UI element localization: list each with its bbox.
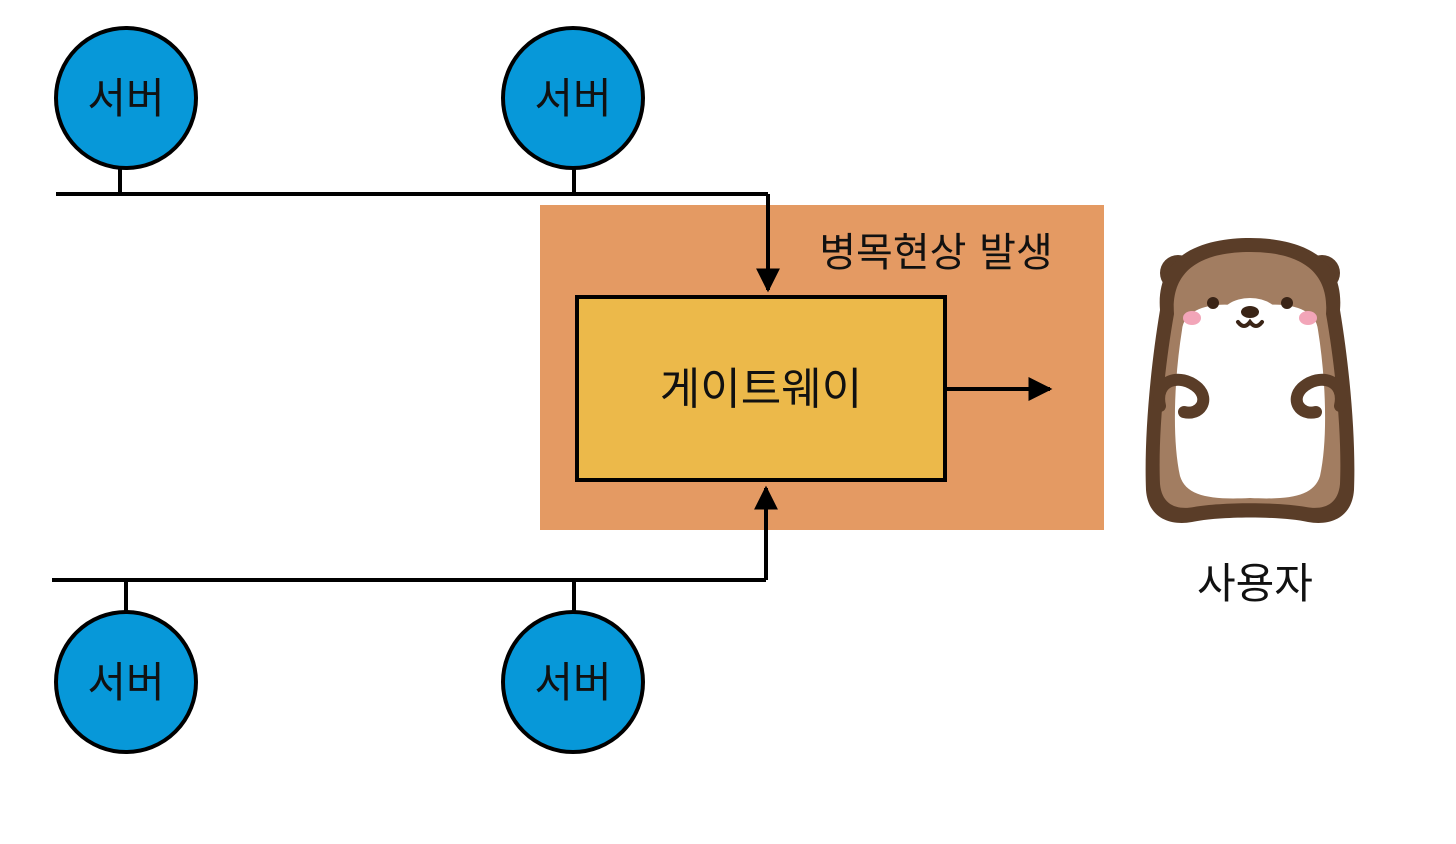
bottleneck-label: 병목현상 발생 bbox=[819, 230, 1053, 276]
server-node: 서버 bbox=[54, 26, 198, 170]
server-node: 서버 bbox=[54, 610, 198, 754]
server-label: 서버 bbox=[87, 658, 164, 707]
gateway-label: 게이트웨이 bbox=[660, 364, 862, 415]
server-label: 서버 bbox=[534, 658, 611, 707]
otter-mascot-icon bbox=[1145, 238, 1355, 523]
user-label: 사용자 bbox=[1197, 559, 1313, 608]
bottom-bus bbox=[52, 485, 778, 612]
server-node: 서버 bbox=[501, 610, 645, 754]
gateway-box: 게이트웨이 bbox=[575, 295, 947, 482]
top-bus bbox=[56, 168, 780, 293]
server-label: 서버 bbox=[534, 74, 611, 123]
server-label: 서버 bbox=[87, 74, 164, 123]
server-node: 서버 bbox=[501, 26, 645, 170]
